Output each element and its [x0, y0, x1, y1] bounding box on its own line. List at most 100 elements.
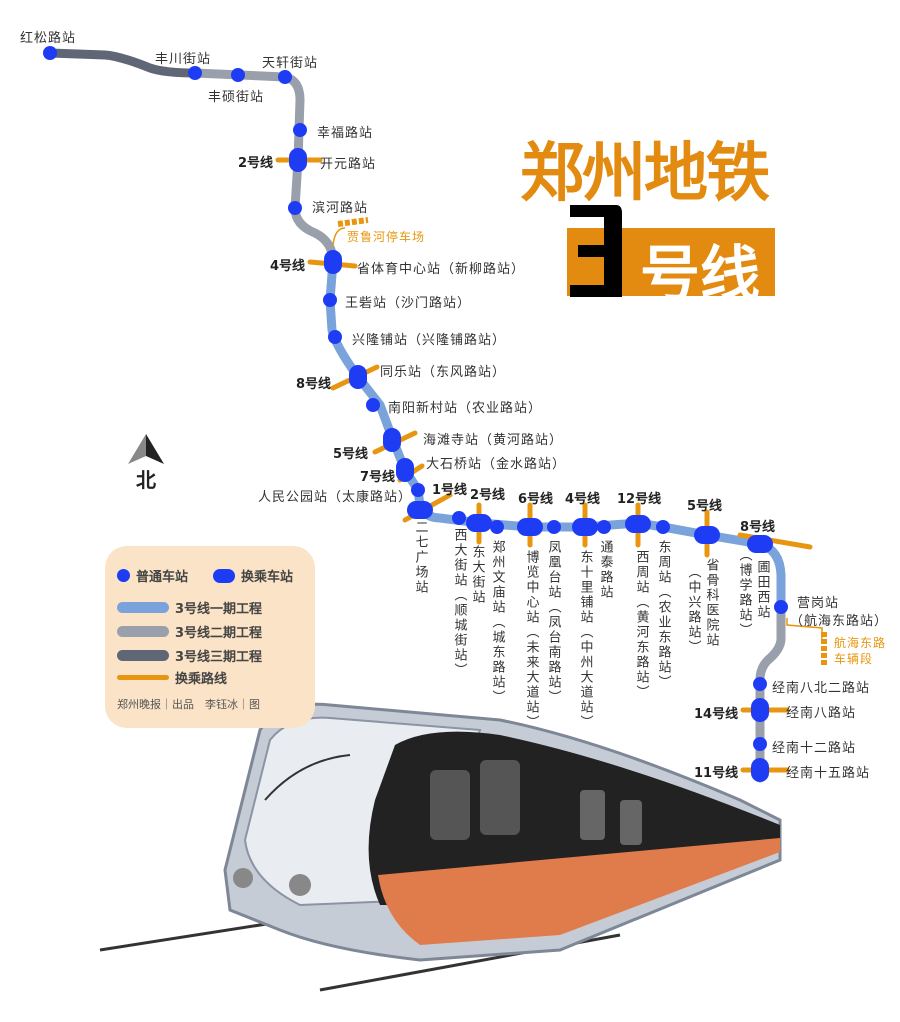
transfer-line-label: 2号线 [238, 156, 274, 171]
map-title: 郑州地铁 [520, 136, 770, 211]
station-label: 东周站（农业东路站） [655, 540, 671, 690]
station-label: 同乐站（东风路站） [380, 365, 507, 380]
transfer-line-label: 6号线 [518, 492, 554, 507]
station-marker [328, 330, 342, 344]
station-label: 丰川街站 [155, 52, 212, 67]
transfer-station-icon [213, 568, 235, 583]
station-marker [452, 511, 466, 525]
station-label: 通泰路站 [597, 540, 613, 600]
station-label: 天轩街站 [262, 56, 319, 71]
transfer-line-label: 12号线 [617, 492, 662, 507]
station-label: 海滩寺站（黄河路站） [423, 433, 564, 448]
station-marker [411, 483, 425, 497]
station-label: 二七广场站 [412, 520, 428, 595]
transfer-station-marker [324, 250, 342, 274]
station-marker [293, 123, 307, 137]
legend-normal-station: 普通车站 [136, 570, 189, 585]
transfer-line-label: 11号线 [694, 766, 739, 781]
phase3-swatch [117, 650, 169, 661]
transfer-station-marker [751, 758, 769, 782]
line-suffix: 号线 [640, 240, 760, 310]
station-label: 博览中心站（未来大道站） [523, 550, 539, 730]
phase2-segment [190, 68, 338, 267]
station-alt-label: （航海东路站） [790, 614, 889, 629]
station-label: 开元路站 [320, 157, 377, 172]
transfer-line-label: 8号线 [740, 520, 776, 535]
transfer-line-label: 4号线 [270, 259, 306, 274]
transfer-line-label: 7号线 [360, 470, 396, 485]
station-label: 滨河路站 [312, 201, 369, 216]
station-marker [753, 737, 767, 751]
transfer-line-label: 1号线 [432, 483, 468, 498]
station-label: 圃田西站 [754, 560, 770, 620]
transfer-line-label: 2号线 [470, 488, 506, 503]
station-label: 红松路站 [20, 31, 77, 46]
transfer-station-marker [349, 365, 367, 389]
depot-south-label-1: 航海东路 [834, 636, 887, 650]
depot-south-label-2: 车辆段 [834, 652, 874, 666]
transfer-station-marker [407, 501, 433, 519]
transfer-line-label: 8号线 [296, 377, 332, 392]
north-label: 北 [136, 468, 156, 492]
station-label: 幸福路站 [317, 126, 374, 141]
station-label: 经南八路站 [786, 706, 857, 721]
station-label: 东十里铺站（中州大道站） [577, 550, 593, 730]
station-marker [323, 293, 337, 307]
station-marker [597, 520, 611, 534]
station-label: 郑州文庙站（城东路站） [489, 540, 505, 705]
station-marker [490, 520, 504, 534]
transfer-station-marker [289, 148, 307, 172]
station-label: 人民公园站（太康路站） [258, 490, 413, 505]
station-marker [774, 600, 788, 614]
phase2-south-segment [755, 605, 786, 783]
station-label: 经南十五路站 [786, 766, 871, 781]
line-number-3 [570, 205, 622, 297]
legend: 普通车站 换乘车站 3号线一期工程 3号线二期工程 3号线三期工程 换乘路线 郑… [105, 546, 315, 728]
station-marker [43, 46, 57, 60]
station-marker [753, 677, 767, 691]
legend-transfer-station: 换乘车站 [241, 570, 294, 585]
transfer-line-label: 5号线 [687, 499, 723, 514]
station-marker [278, 70, 292, 84]
station-label: 经南十二路站 [772, 741, 857, 756]
station-label: 西周站（黄河东路站） [633, 550, 649, 700]
normal-station-icon [117, 569, 130, 582]
transfer-line-label: 5号线 [333, 447, 369, 462]
transfer-station-marker [572, 518, 598, 536]
transfer-station-marker [383, 428, 401, 452]
transfer-station-marker [625, 515, 651, 533]
legend-transfer-line: 换乘路线 [175, 672, 228, 687]
station-label: 营岗站 [797, 596, 840, 611]
station-marker [288, 201, 302, 215]
phase2-swatch [117, 626, 169, 637]
station-marker [656, 520, 670, 534]
station-label: 南阳新村站（农业路站） [388, 401, 543, 416]
north-arrow-icon [128, 434, 164, 464]
legend-phase2: 3号线二期工程 [175, 626, 263, 641]
station-alt-label: （博学路站） [736, 548, 752, 638]
station-label: 王砦站（沙门路站） [345, 296, 472, 311]
line-badge [567, 228, 775, 296]
station-label: 省体育中心站（新柳路站） [357, 262, 526, 277]
transfer-line-label: 4号线 [565, 492, 601, 507]
transfer-station-marker [396, 458, 414, 482]
station-alt-label: （中兴路站） [685, 565, 701, 655]
station-label: 丰硕街站 [208, 90, 265, 105]
station-marker [366, 398, 380, 412]
transfer-line-swatch [117, 675, 169, 680]
station-label: 省骨科医院站 [703, 558, 719, 648]
station-label: 经南八北二路站 [772, 681, 871, 696]
depot-north-connector [332, 227, 346, 246]
station-label: 西大街站（顺城街站） [451, 528, 467, 678]
transfer-line-label: 14号线 [694, 707, 739, 722]
station-marker [547, 520, 561, 534]
depot-north-icon [337, 217, 369, 227]
depot-north-label: 贾鲁河停车场 [347, 230, 426, 244]
transfer-station-marker [466, 514, 492, 532]
transfer-station-marker [747, 535, 773, 553]
station-marker [231, 68, 245, 82]
station-label: 兴隆铺站（兴隆铺路站） [352, 333, 507, 348]
